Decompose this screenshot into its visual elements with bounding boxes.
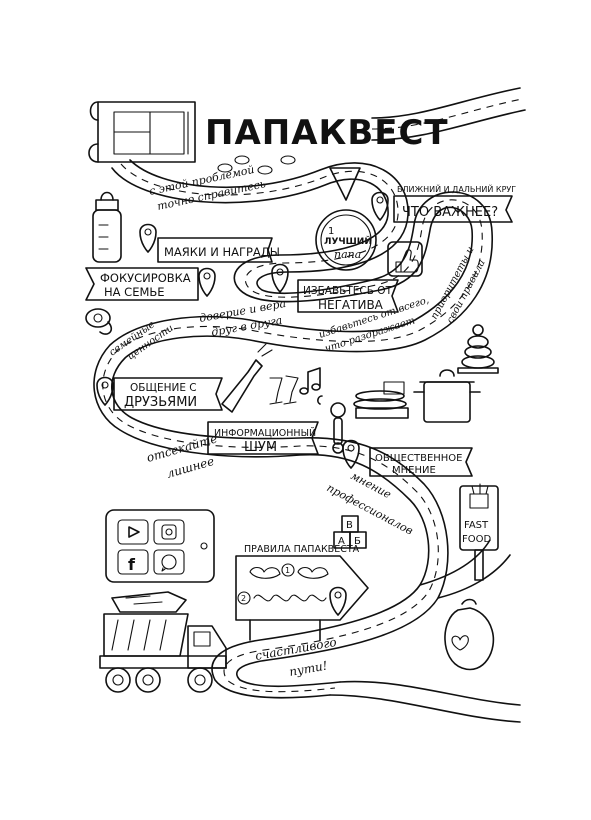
medal-icon	[315, 167, 377, 271]
block-b: Б	[354, 536, 361, 547]
tablet-icon	[105, 509, 215, 583]
page-title: ПАПАКВЕСТ	[205, 113, 449, 153]
location-pin-icon	[271, 263, 289, 293]
blueprint-scroll-icon	[88, 101, 196, 163]
label-mayaki: МАЯКИ И НАГРАДЫ	[164, 245, 280, 259]
medal-line2: папа	[334, 248, 361, 261]
champagne-bottle-icon	[221, 343, 273, 413]
label-banner	[85, 267, 199, 301]
rules-step-1: 1	[285, 566, 290, 575]
label-fokus-2: НА СЕМЬЕ	[104, 285, 165, 299]
location-pin-icon	[198, 267, 216, 297]
food-label: FOOD	[462, 534, 491, 545]
label-banner	[157, 237, 273, 263]
fast-label: FAST	[464, 520, 489, 531]
fast-food-sign-icon	[459, 483, 499, 581]
pacifier-icon	[85, 308, 113, 335]
youtube-icon	[128, 526, 140, 538]
label-shum-2: ШУМ	[244, 440, 277, 455]
cooking-pot-icon	[413, 369, 481, 423]
baby-bib-icon	[444, 598, 495, 671]
label-pravila: ПРАВИЛА ПАПАКВЕСТА	[244, 544, 360, 555]
label-vazhnee: ЧТО ВАЖНЕЕ?	[402, 205, 498, 220]
label-shum-1: ИНФОРМАЦИОННЫЙ	[214, 427, 316, 439]
location-pin-icon	[329, 586, 347, 616]
instagram-icon	[161, 524, 177, 540]
label-druzya-2: ДРУЗЬЯМИ	[124, 395, 197, 410]
pyramid-toy-icon	[457, 324, 499, 374]
medal-number: 1	[328, 226, 334, 237]
label-druzya-1: ОБЩЕНИЕ С	[130, 382, 197, 394]
label-mnenie-1: ОБЩЕСТВЕННОЕ	[375, 453, 463, 464]
label-banner	[297, 279, 399, 313]
music-notes-icon	[299, 367, 323, 405]
road-phrase: пути!	[288, 658, 329, 679]
label-banner	[207, 421, 319, 455]
footprints-icon	[217, 155, 296, 175]
dishes-icon	[353, 381, 409, 419]
location-pin-icon	[96, 376, 114, 406]
winding-road	[93, 87, 526, 723]
block-v: В	[346, 520, 353, 531]
rattle-icon	[330, 402, 346, 454]
block-a: А	[338, 536, 345, 547]
thumbs-up-icon	[387, 241, 423, 277]
dump-truck-icon	[99, 591, 227, 693]
label-krug: БЛИЖНИЙ И ДАЛЬНИЙ КРУГ	[397, 183, 516, 194]
whatsapp-icon	[161, 554, 177, 572]
label-banner	[393, 195, 513, 223]
label-negativ-1: ИЗБАВЬТЕСЬ ОТ	[303, 285, 393, 297]
facebook-icon: f	[128, 555, 136, 574]
location-pin-icon	[139, 223, 157, 253]
label-fokus-1: ФОКУСИРОВКА	[100, 271, 191, 285]
abc-blocks-icon	[333, 515, 367, 549]
rules-step-2: 2	[241, 594, 246, 603]
label-banner	[369, 447, 473, 477]
wine-glasses-icon	[269, 375, 299, 405]
rules-sign-icon	[235, 555, 369, 641]
medal-line1: ЛУЧШИЙ	[324, 235, 372, 247]
label-banner	[113, 377, 223, 411]
location-pin-icon	[342, 439, 360, 469]
label-negativ-2: НЕГАТИВА	[318, 298, 384, 312]
location-pin-icon	[371, 191, 389, 221]
baby-bottle-icon	[92, 191, 122, 263]
label-mnenie-2: МНЕНИЕ	[392, 465, 436, 476]
